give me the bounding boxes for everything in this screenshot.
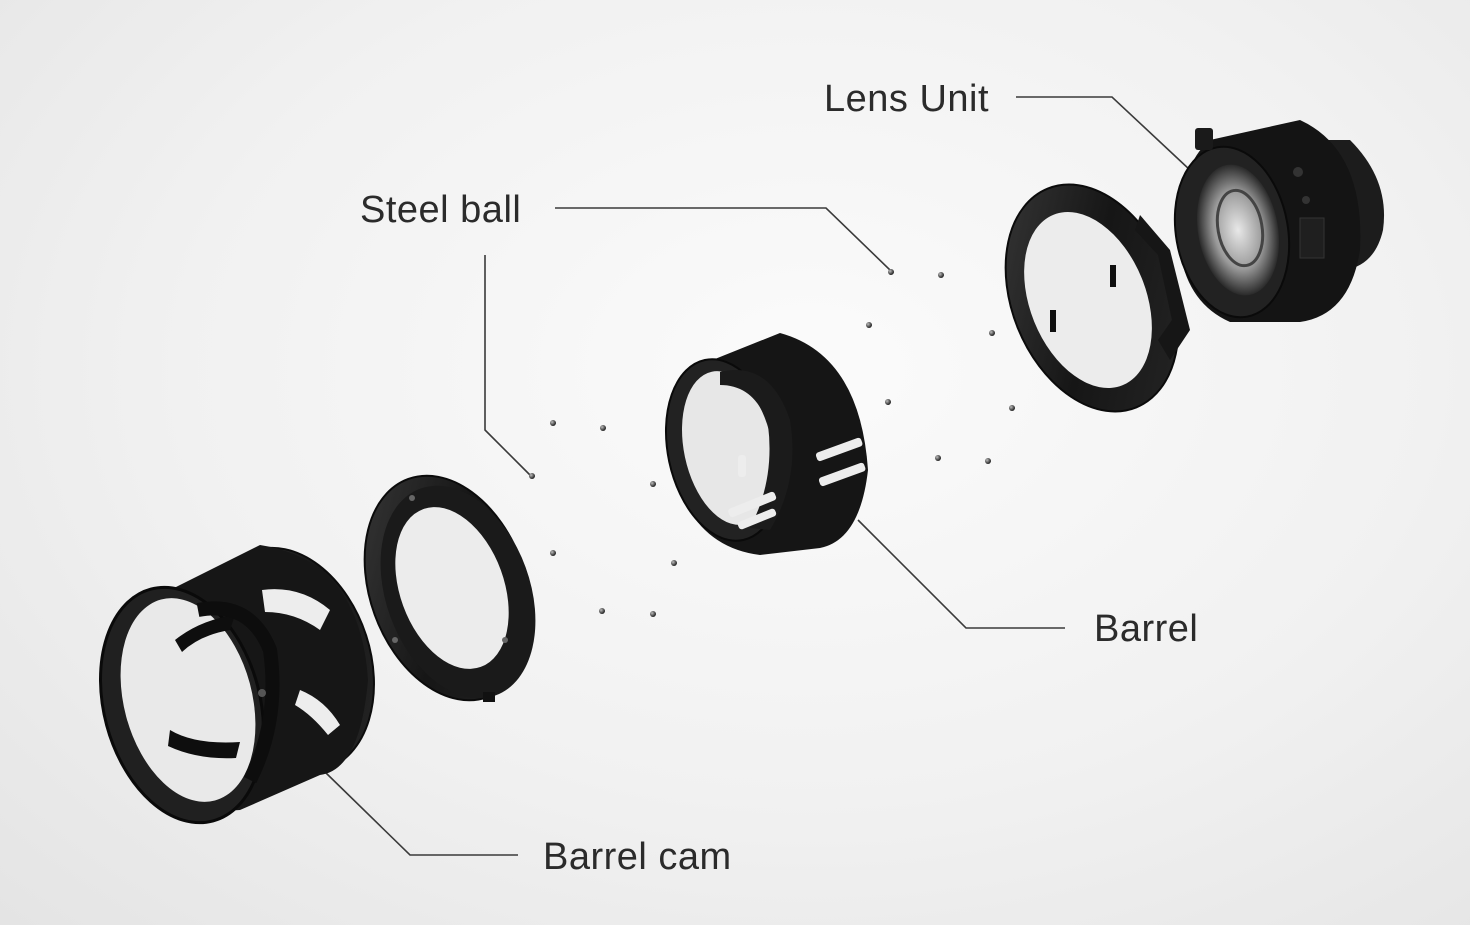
barrel-cam-cutout-2 — [295, 690, 340, 735]
steel-ball — [985, 458, 991, 464]
steel-ball — [650, 611, 656, 617]
steel-ball — [671, 560, 677, 566]
steel-ball — [938, 272, 944, 278]
steel-ball — [885, 399, 891, 405]
steel-ball — [989, 330, 995, 336]
front-ring-hole-2 — [502, 637, 508, 643]
lens-unit-plate — [1299, 217, 1325, 259]
steel-ball — [599, 608, 605, 614]
lens-unit-screw-1 — [1293, 167, 1303, 177]
barrel-cam-part — [99, 545, 375, 825]
front-ring-opening — [395, 507, 509, 669]
rear-ring-opening — [1024, 211, 1152, 389]
steel-ball — [935, 455, 941, 461]
barrel-cam-cutout — [262, 589, 330, 630]
barrel-cam-slot-1 — [175, 615, 235, 652]
lens-unit-knob — [1195, 128, 1213, 150]
lens-unit-screw-2 — [1302, 196, 1310, 204]
lens-unit-leader — [1016, 96, 1191, 171]
barrel-slot-5 — [738, 455, 746, 477]
leader-lines — [324, 96, 1191, 856]
barrel-inner-wall — [720, 370, 793, 530]
barrel-cam-inner-band — [196, 601, 280, 784]
barrel-part — [664, 333, 868, 555]
rear-ring-notch-2 — [1110, 265, 1116, 287]
rear-ring-flange — [1135, 215, 1190, 360]
barrel-opening — [682, 371, 774, 525]
lens-unit-glass — [1196, 164, 1280, 296]
lens-unit-part — [1173, 120, 1385, 322]
barrel-leader — [857, 519, 1065, 629]
steel-ball — [1009, 405, 1015, 411]
front-ring-tab — [483, 692, 495, 702]
barrel-slot-4 — [737, 508, 777, 530]
steel-balls — [529, 269, 1015, 617]
steel-ball — [600, 425, 606, 431]
barrel-cam-screw — [258, 689, 266, 697]
steel-ball — [550, 420, 556, 426]
rear-ring-part — [1004, 183, 1190, 413]
steel-ball-leader-left — [484, 255, 531, 476]
front-ring-part — [363, 474, 536, 702]
barrel-cam-leader — [324, 771, 518, 856]
rear-ring-notch-1 — [1050, 310, 1056, 332]
barrel-slot-3 — [728, 491, 777, 518]
front-ring-hole-1 — [409, 495, 415, 501]
lens-unit-glass-inner — [1215, 188, 1265, 268]
steel-ball — [529, 473, 535, 479]
barrel-cam-slot-2 — [168, 730, 240, 759]
steel-ball-label: Steel ball — [360, 189, 522, 231]
barrel-cam-label: Barrel cam — [543, 836, 732, 878]
barrel-slot-1 — [815, 437, 863, 462]
steel-ball — [650, 481, 656, 487]
steel-ball — [866, 322, 872, 328]
barrel-slot-2 — [818, 462, 866, 487]
front-ring-hole-3 — [392, 637, 398, 643]
barrel-label: Barrel — [1094, 608, 1199, 650]
steel-ball — [550, 550, 556, 556]
steel-ball-leader-right — [555, 207, 891, 271]
steel-ball — [888, 269, 894, 275]
lens-unit-label: Lens Unit — [824, 78, 990, 120]
